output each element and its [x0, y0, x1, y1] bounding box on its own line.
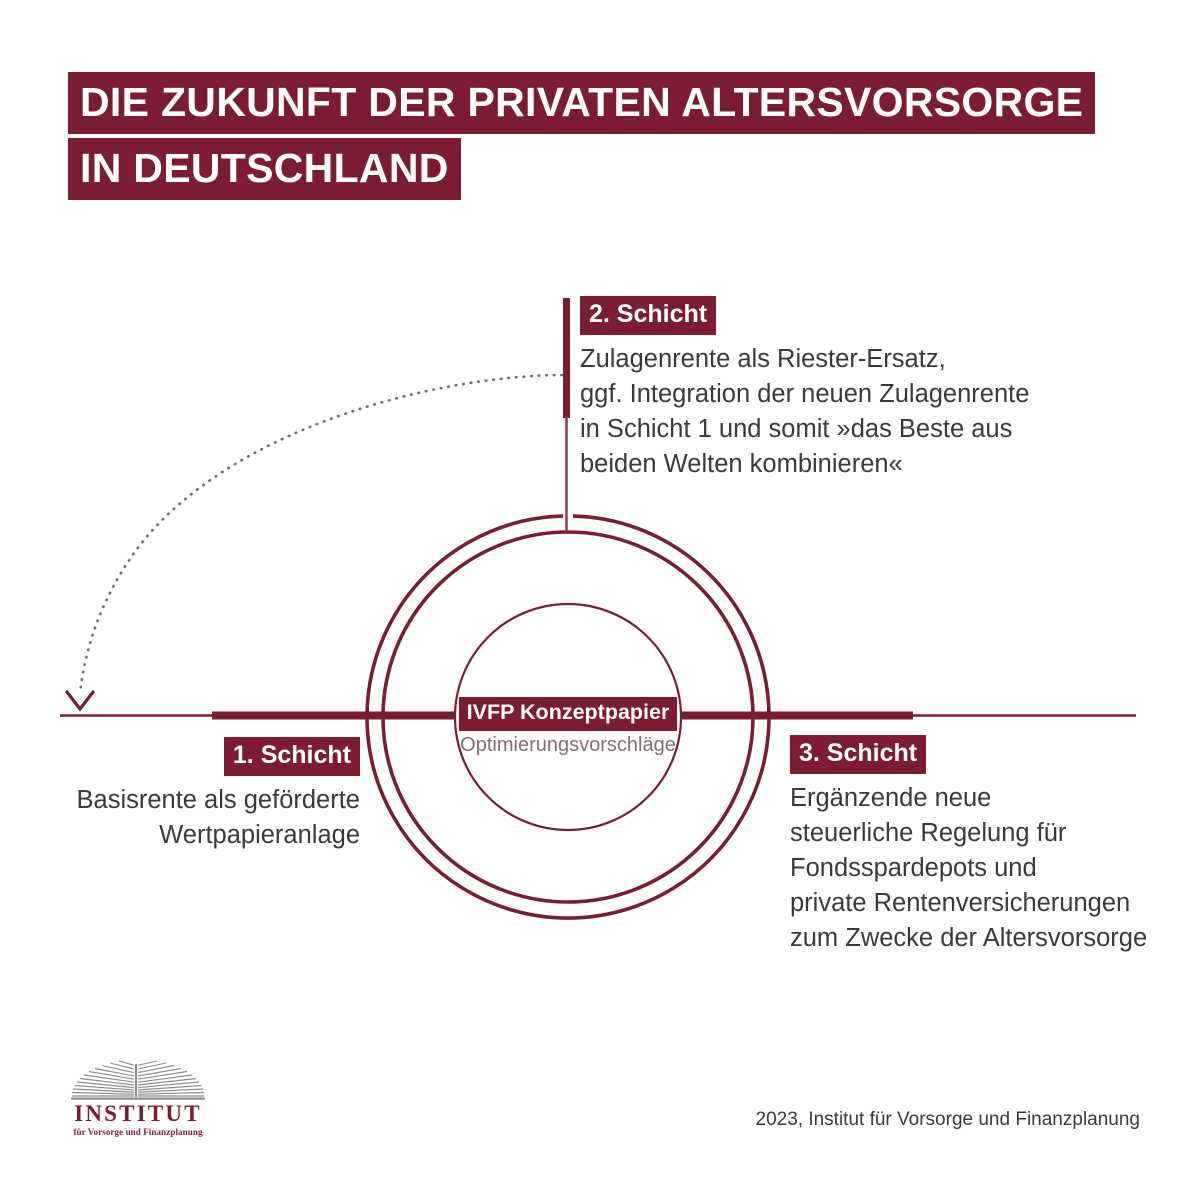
badge-schicht-1: 1. Schicht — [223, 737, 360, 776]
dotted-arrow-head — [65, 690, 95, 712]
badge-schicht-3: 3. Schicht — [790, 735, 927, 774]
layer-block-schicht-2: 2. Schicht Zulagenrente als Riester-Ersa… — [580, 296, 1100, 482]
logo-wordmark: INSTITUT — [74, 1101, 202, 1126]
text-schicht-3: Ergänzende neue steuerliche Regelung für… — [790, 784, 1148, 952]
footer-credit: 2023, Institut für Vorsorge und Finanzpl… — [755, 1109, 1140, 1130]
layer-block-schicht-1: 1. Schicht Basisrente als geförderte Wer… — [0, 737, 360, 853]
text-schicht-2: Zulagenrente als Riester-Ersatz, ggf. In… — [580, 345, 1030, 478]
ivfp-logo: INSTITUT für Vorsorge und Finanzplanung — [68, 1052, 208, 1138]
layer-block-schicht-3: 3. Schicht Ergänzende neue steuerliche R… — [790, 735, 1180, 956]
open-book-icon — [71, 1060, 205, 1100]
dotted-arrow-arc — [78, 373, 564, 695]
badge-schicht-2: 2. Schicht — [580, 296, 717, 335]
page-title-line-2-wrap: IN DEUTSCHLAND — [68, 138, 1138, 200]
page-title-line-2: IN DEUTSCHLAND — [68, 138, 461, 200]
page-title-line-1: DIE ZUKUNFT DER PRIVATEN ALTERSVORSORGE — [68, 72, 1096, 134]
center-label-subtitle: Optimierungsvorschläge — [460, 733, 676, 756]
outer-ring — [365, 514, 771, 920]
page-title: DIE ZUKUNFT DER PRIVATEN ALTERSVORSORGE … — [68, 72, 1138, 200]
center-label-title: IVFP Konzeptpapier — [458, 697, 678, 731]
center-label: IVFP Konzeptpapier Optimierungsvorschläg… — [438, 697, 698, 756]
text-schicht-1: Basisrente als geförderte Wertpapieranla… — [76, 786, 361, 849]
logo-subline: für Vorsorge und Finanzplanung — [73, 1127, 203, 1137]
